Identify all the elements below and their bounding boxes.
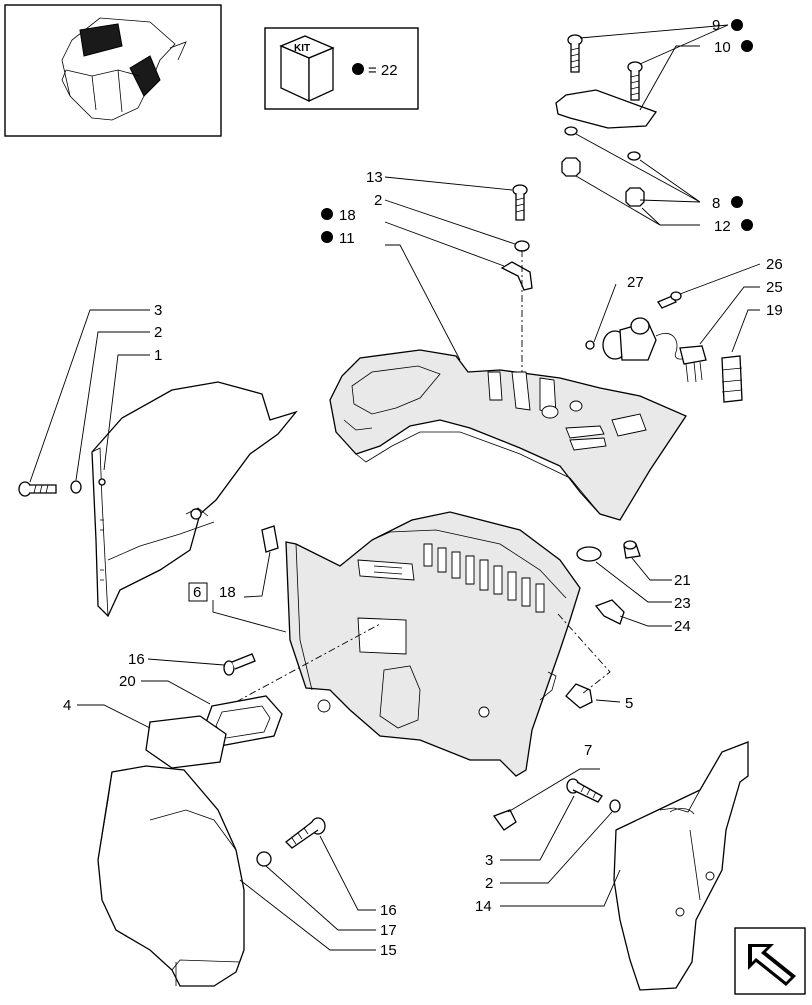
callout-17: 17	[380, 922, 397, 939]
connector-25[interactable]	[679, 345, 707, 383]
bottom-right-cover-group: 7 3 2 14	[475, 741, 749, 991]
upper-console-11[interactable]	[329, 349, 687, 521]
kit-dot-18-top	[321, 208, 333, 220]
kit-box-label: KIT	[294, 43, 310, 54]
callout-2-top: 2	[374, 192, 382, 209]
callout-26: 26	[766, 256, 783, 273]
callout-24: 24	[674, 618, 691, 635]
console-vent-slots	[423, 543, 545, 613]
callout-16-bottom: 16	[380, 902, 397, 919]
callout-11: 11	[339, 230, 355, 247]
kit-equals-text: = 22	[368, 62, 398, 79]
washer-8a[interactable]	[564, 126, 578, 136]
nut-12b[interactable]	[625, 187, 645, 207]
bolt-16-bottom[interactable]	[285, 817, 326, 849]
kit-marker-dot	[352, 63, 364, 75]
callout-27: 27	[627, 274, 644, 291]
callout-20: 20	[119, 673, 136, 690]
screw-13[interactable]	[512, 184, 528, 221]
kit-dot-11	[321, 231, 333, 243]
callout-2-left: 2	[154, 324, 162, 341]
return-arrow-icon	[748, 944, 796, 986]
kit-box-icon: KIT	[279, 35, 335, 103]
washer-2-bottom[interactable]	[609, 799, 621, 813]
kit-dot-9	[731, 19, 743, 31]
callout-21: 21	[674, 572, 691, 589]
lens-4[interactable]	[145, 715, 227, 769]
callout-1: 1	[154, 347, 162, 364]
bolt-3-left[interactable]	[18, 481, 57, 497]
callout-25: 25	[766, 279, 783, 296]
lamp-parts: 16 20 4	[63, 651, 283, 769]
bolt-16-mid[interactable]	[223, 653, 256, 676]
callout-5: 5	[625, 695, 633, 712]
clip-7[interactable]	[492, 809, 517, 831]
callout-3-left: 3	[154, 302, 162, 319]
electrical-parts: 26 25 19 27	[585, 256, 783, 403]
lower-console-6[interactable]	[285, 511, 581, 777]
bolt-10[interactable]	[627, 61, 643, 101]
lower-console-group: 6 18 21 23 24 5	[188, 511, 691, 777]
callout-3-bottom: 3	[485, 852, 493, 869]
callout-14: 14	[475, 898, 492, 915]
washer-8b[interactable]	[627, 151, 641, 161]
socket-25-left[interactable]	[602, 317, 691, 361]
bracket-assembly: 9 10 8 12	[555, 17, 753, 235]
bulb-19[interactable]	[721, 355, 743, 403]
cover-14[interactable]	[613, 741, 749, 991]
bolt-3-bottom[interactable]	[566, 778, 603, 803]
clip-18-top[interactable]	[500, 261, 533, 291]
return-arrow-button[interactable]	[734, 927, 806, 995]
left-panel-group: 3 2 1	[18, 302, 298, 618]
callout-10: 10	[714, 39, 731, 56]
kit-dot-12	[741, 219, 753, 231]
overview-thumbnail[interactable]	[4, 4, 222, 137]
callout-19: 19	[766, 302, 783, 319]
grommet-23[interactable]	[576, 546, 602, 562]
upper-console-group: 13 2 18 11	[321, 169, 687, 521]
nut-12a[interactable]	[561, 157, 581, 177]
bracket-plate[interactable]	[555, 89, 658, 129]
tractor-cab-thumbnail-icon	[61, 17, 187, 121]
callout-18-mid: 18	[219, 584, 236, 601]
callout-9: 9	[712, 17, 720, 34]
callout-8: 8	[712, 195, 720, 212]
callout-6: 6	[193, 584, 201, 601]
callout-16-mid: 16	[128, 651, 145, 668]
bolt-9[interactable]	[567, 34, 583, 73]
clip-18-mid[interactable]	[261, 525, 279, 553]
callout-12: 12	[714, 218, 731, 235]
cover-15[interactable]	[97, 765, 245, 987]
callout-23: 23	[674, 595, 691, 612]
side-panel-1[interactable]	[91, 381, 298, 618]
pad-24[interactable]	[594, 599, 625, 625]
callout-4: 4	[63, 697, 71, 714]
callout-18-top: 18	[339, 207, 356, 224]
callout-2-bottom: 2	[485, 875, 493, 892]
callout-13: 13	[366, 169, 383, 186]
kit-legend: KIT = 22	[264, 27, 419, 110]
cap-5[interactable]	[565, 683, 593, 709]
kit-dot-8	[731, 196, 743, 208]
callout-7: 7	[584, 742, 592, 759]
kit-dot-10	[741, 40, 753, 52]
callout-15: 15	[380, 942, 397, 959]
washer-17[interactable]	[256, 851, 272, 867]
callout-6-box	[188, 582, 208, 602]
bottom-left-cover-group: 16 17 15	[97, 765, 397, 987]
plug-27[interactable]	[585, 340, 595, 350]
washer-2-top[interactable]	[514, 240, 530, 252]
washer-2-left[interactable]	[70, 480, 82, 494]
screw-26[interactable]	[657, 291, 682, 309]
